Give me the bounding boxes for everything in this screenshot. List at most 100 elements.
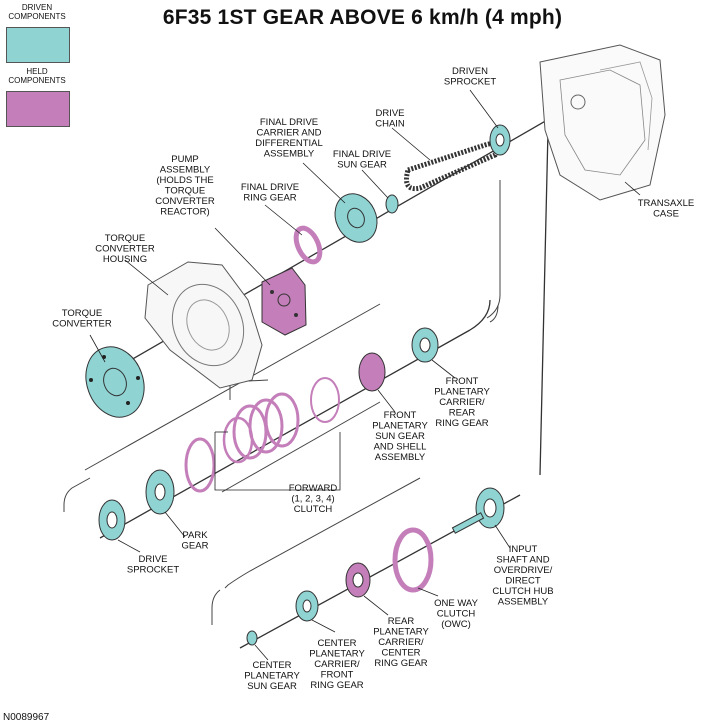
- label-line: FORWARD: [289, 483, 338, 494]
- alignment-guides: [63, 119, 557, 625]
- label-line: CARRIER/: [314, 659, 360, 670]
- label-line: SUN GEAR: [247, 681, 297, 692]
- label-line: ASSEMBLY: [375, 452, 426, 463]
- label-line: FRONT: [446, 376, 479, 387]
- label-line: CLUTCH: [294, 504, 333, 515]
- label-line: CONVERTER: [52, 319, 112, 330]
- label-line: SPROCKET: [444, 77, 496, 88]
- label-line: TORQUE: [62, 308, 102, 319]
- label-line: CENTER: [317, 638, 356, 649]
- center-planetary-sun-gear: [246, 630, 258, 646]
- label-line: ASSEMBLY: [498, 597, 549, 608]
- label-line: ONE WAY: [434, 598, 478, 609]
- label-line: CARRIER/: [378, 637, 424, 648]
- label-line: PLANETARY: [373, 627, 429, 638]
- label-line: RING GEAR: [374, 658, 427, 669]
- label-line: CENTER: [381, 648, 420, 659]
- legend-held-swatch: [6, 91, 70, 127]
- label-line: TORQUE: [105, 233, 145, 244]
- label-line: PARK: [182, 530, 208, 541]
- label-line: REAR: [449, 408, 476, 419]
- label-line: (OWC): [441, 619, 471, 630]
- label-line: AND SHELL: [374, 442, 427, 453]
- label-line: INPUT: [509, 544, 538, 555]
- label-line: CONVERTER: [155, 196, 215, 207]
- label-line: PLANETARY: [309, 649, 365, 660]
- leader-lines: [89, 89, 641, 661]
- pump-assembly: [261, 267, 307, 336]
- label-line: TRANSAXLE: [638, 198, 695, 209]
- label-line: DIFFERENTIAL: [255, 138, 323, 149]
- forward-clutch: [184, 377, 340, 493]
- park-gear: [145, 469, 175, 515]
- label-line: SUN GEAR: [375, 431, 425, 442]
- label-line: GEAR: [182, 541, 209, 552]
- label-line: FINAL DRIVE: [333, 149, 391, 160]
- label-line: PLANETARY: [434, 387, 490, 398]
- label-line: (HOLDS THE: [156, 175, 213, 186]
- label-line: RING GEAR: [243, 193, 296, 204]
- label-line: CARRIER AND: [257, 128, 322, 139]
- transaxle-case: [539, 44, 666, 201]
- final-drive-ring-gear: [293, 225, 323, 265]
- rear-planetary-carrier: [345, 562, 371, 598]
- label-line: RING GEAR: [310, 680, 363, 691]
- label-line: PUMP: [171, 154, 198, 165]
- final-drive-sun-gear: [385, 194, 399, 214]
- label-line: ASSEMBLY: [160, 165, 211, 176]
- label-line: SHAFT AND: [496, 555, 549, 566]
- label-line: HOUSING: [103, 254, 147, 265]
- label-line: FRONT: [321, 670, 354, 681]
- figure-number: N0089967: [3, 712, 50, 723]
- one-way-clutch: [392, 527, 434, 593]
- label-line: DRIVEN: [452, 66, 488, 77]
- driven-sprocket: [489, 124, 511, 156]
- label-line: SPROCKET: [127, 565, 179, 576]
- label-line: ASSEMBLY: [264, 149, 315, 160]
- label-line: PLANETARY: [244, 671, 300, 682]
- label-line: REACTOR): [160, 207, 209, 218]
- label-line: (1, 2, 3, 4): [291, 494, 334, 505]
- front-planetary-carrier: [411, 327, 439, 363]
- front-planetary-sun-gear: [358, 352, 386, 392]
- label-line: CENTER: [252, 660, 291, 671]
- label-line: DIRECT: [505, 576, 541, 587]
- label-line: OVERDRIVE/: [494, 565, 553, 576]
- label-forward-clutch: FORWARD(1, 2, 3, 4)CLUTCH: [289, 483, 338, 515]
- label-line: REAR: [388, 616, 415, 627]
- label-line: CONVERTER: [95, 244, 155, 255]
- label-line: CLUTCH: [437, 609, 476, 620]
- drive-sprocket: [98, 499, 126, 541]
- center-planetary-carrier: [295, 590, 319, 622]
- torque-converter: [85, 346, 145, 418]
- final-drive-carrier: [334, 193, 378, 243]
- label-line: CARRIER/: [439, 397, 485, 408]
- label-line: RING GEAR: [435, 418, 488, 429]
- label-line: TORQUE: [165, 186, 205, 197]
- label-line: PLANETARY: [372, 421, 428, 432]
- label-line: FRONT: [384, 410, 417, 421]
- label-line: CLUTCH HUB: [492, 586, 553, 597]
- legend-driven-swatch: [6, 27, 70, 63]
- label-line: FINAL DRIVE: [241, 182, 299, 193]
